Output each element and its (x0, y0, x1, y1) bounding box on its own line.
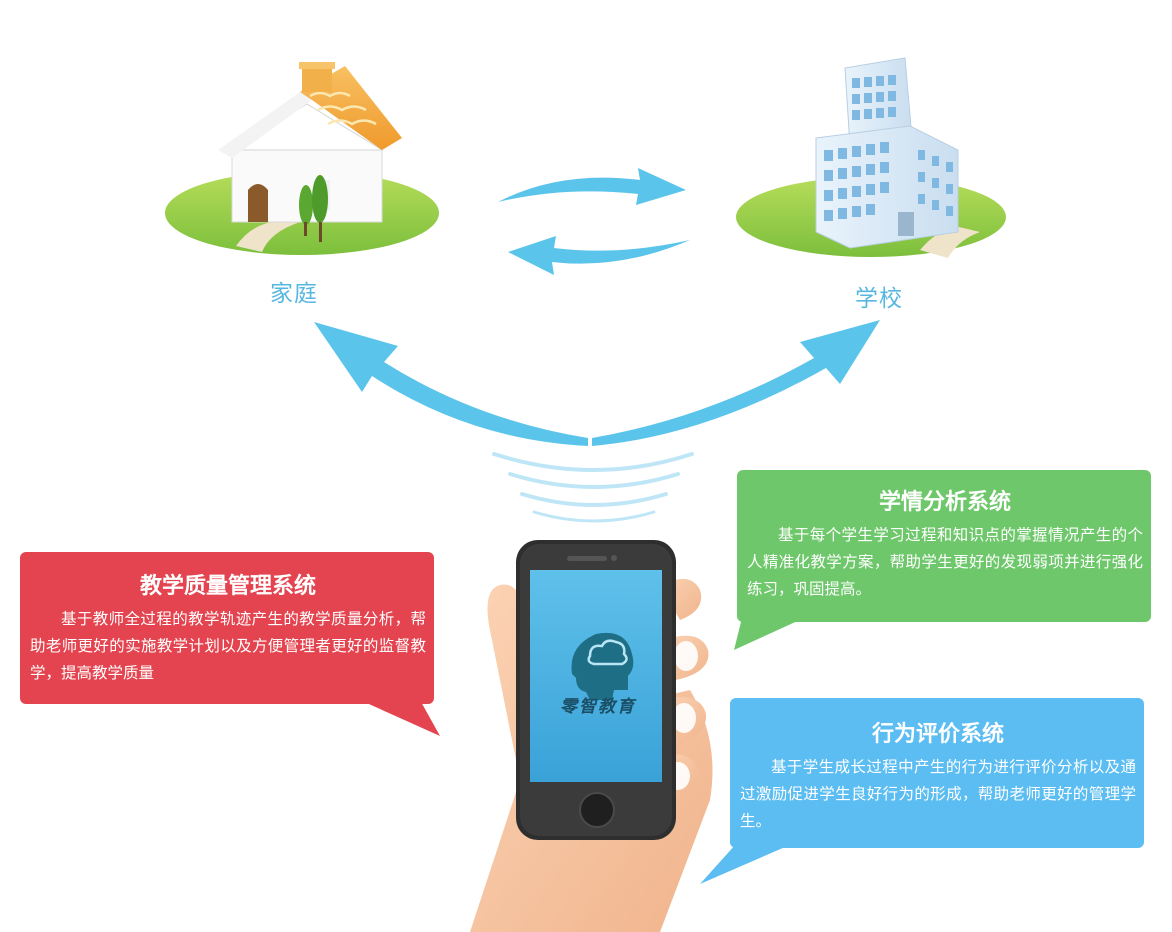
behavior-evaluation-system-card: 行为评价系统 基于学生成长过程中产生的行为进行评价分析以及通过激励促进学生良好行… (730, 698, 1144, 848)
school-label: 学校 (855, 286, 903, 312)
card-title: 学情分析系统 (878, 490, 1011, 515)
school-illustration (736, 57, 1006, 258)
home-label: 家庭 (270, 281, 318, 307)
arc-arrows (314, 320, 880, 446)
teaching-quality-system-card: 教学质量管理系统 基于教师全过程的教学轨迹产生的教学质量分析，帮助老师更好的实施… (20, 552, 434, 704)
home-illustration (165, 62, 439, 255)
card-description: 基于教师全过程的教学轨迹产生的教学质量分析，帮助老师更好的实施教学计划以及方便管… (30, 610, 426, 682)
signal-waves (492, 452, 694, 523)
card-description: 基于学生成长过程中产生的行为进行评价分析以及通过激励促进学生良好行为的形成，帮助… (740, 758, 1136, 830)
card-description: 基于每个学生学习过程和知识点的掌握情况产生的个人精准化教学方案，帮助学生更好的发… (747, 526, 1143, 598)
app-logo-text: 零智教育 (560, 697, 636, 717)
card-title: 行为评价系统 (871, 722, 1004, 747)
learning-analysis-system-card: 学情分析系统 基于每个学生学习过程和知识点的掌握情况产生的个人精准化教学方案，帮… (737, 470, 1151, 622)
card-title: 教学质量管理系统 (139, 574, 316, 599)
exchange-arrows (498, 168, 690, 275)
app-logo-icon (571, 632, 634, 700)
bubble-tails (360, 618, 804, 884)
